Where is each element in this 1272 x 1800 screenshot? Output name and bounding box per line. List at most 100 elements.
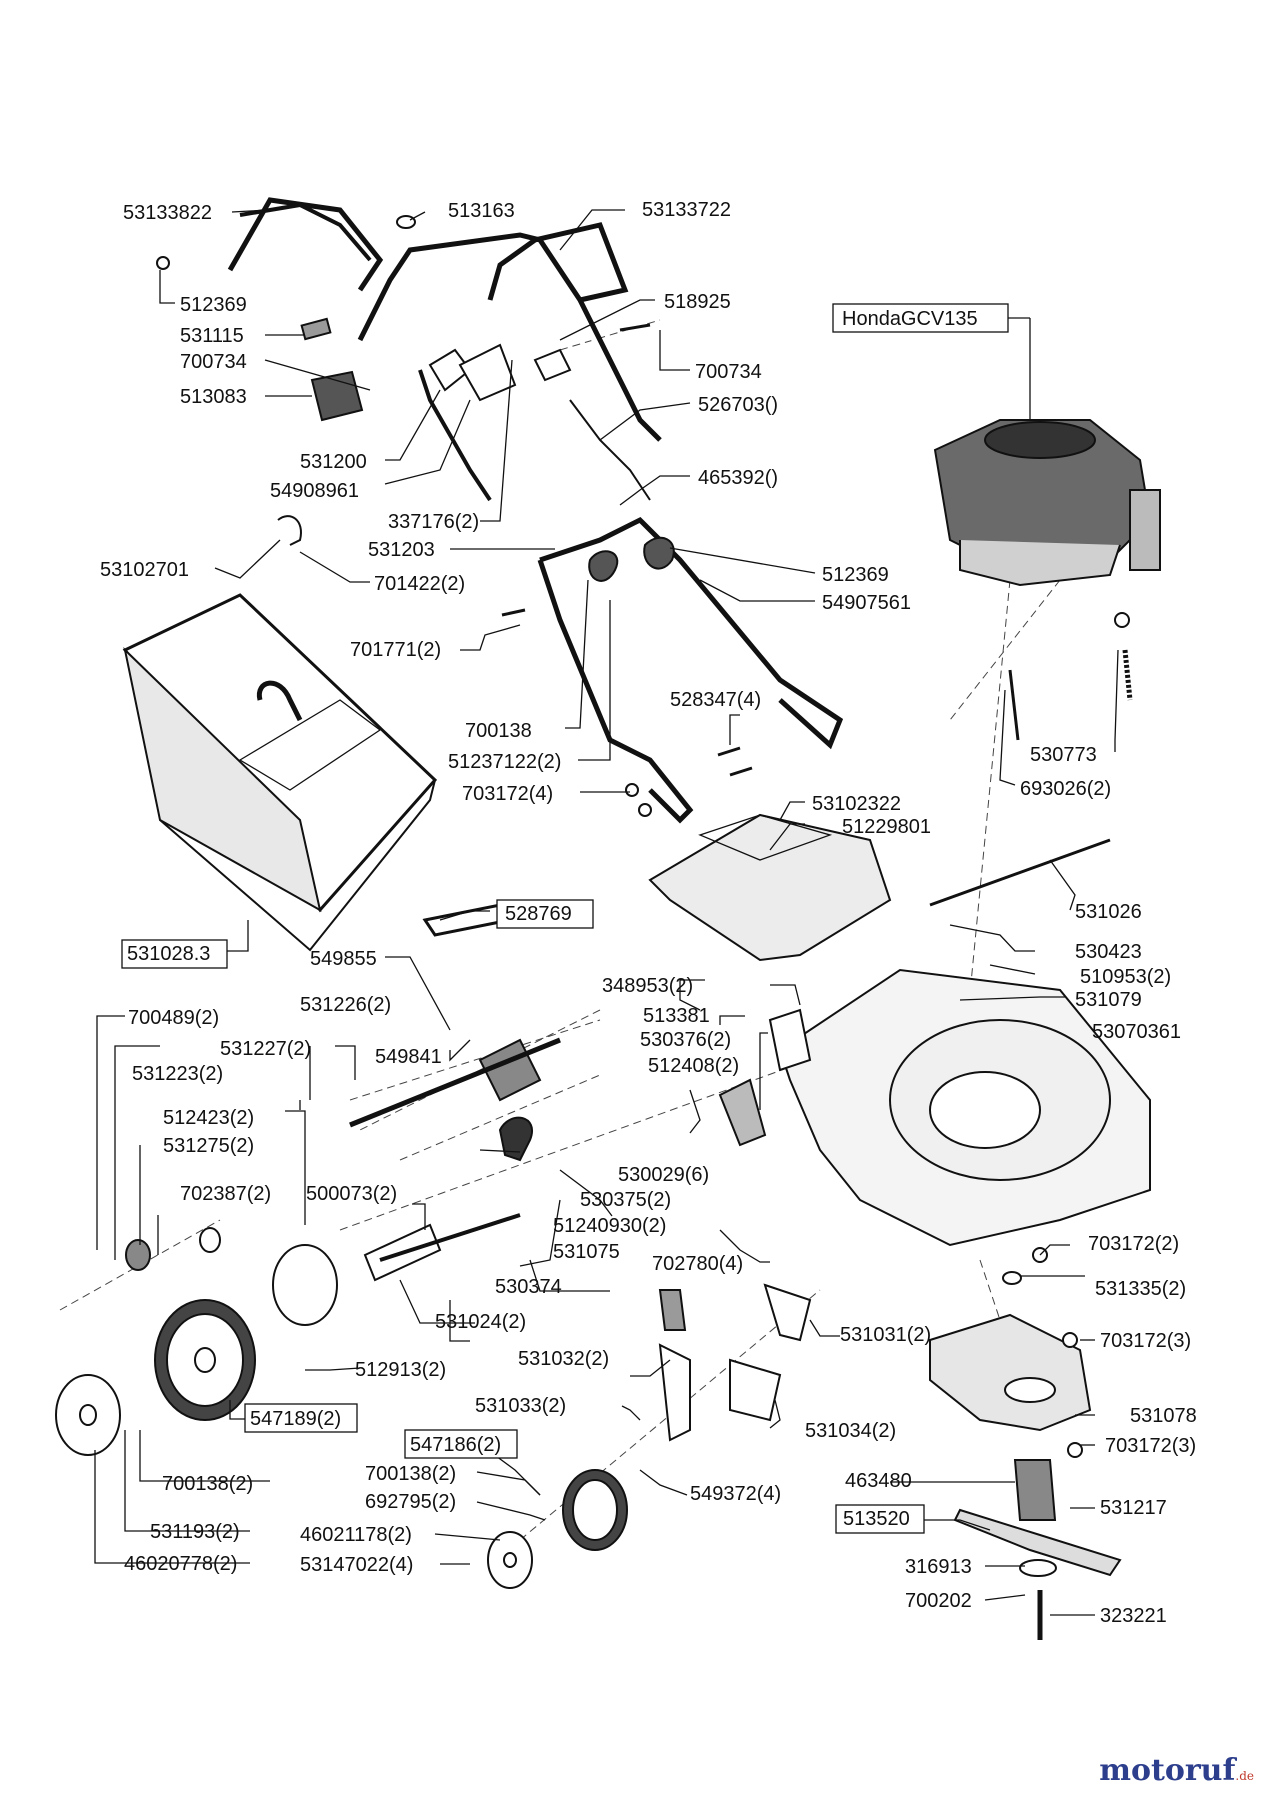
- label-frames: [121, 303, 1031, 1534]
- label-692795: 692795(2): [365, 1491, 456, 1513]
- label-51229801: 51229801: [842, 816, 931, 838]
- label-531115: 531115: [180, 325, 244, 347]
- bolt-528347-a: [717, 746, 741, 757]
- label-530423: 530423: [1075, 941, 1142, 963]
- label-703172-right3: 703172(3): [1105, 1435, 1196, 1457]
- label-531034: 531034(2): [805, 1420, 896, 1442]
- label-531203: 531203: [368, 539, 435, 561]
- label-531275: 531275(2): [163, 1135, 254, 1157]
- label-531200: 531200: [300, 451, 367, 473]
- label-700138-left: 700138(2): [162, 1473, 253, 1495]
- bolt-693026: [1008, 669, 1020, 741]
- washer-513163-shape: [396, 215, 416, 229]
- axle-530374: [379, 1213, 521, 1262]
- label-531028-3: 531028.3: [127, 943, 210, 965]
- label-700734-right: 700734: [695, 361, 762, 383]
- label-53102322: 53102322: [812, 793, 901, 815]
- label-531335: 531335(2): [1095, 1278, 1186, 1300]
- label-316913: 316913: [905, 1556, 972, 1578]
- label-46020778: 46020778(2): [124, 1553, 237, 1575]
- brand-name: motoruf: [1099, 1753, 1236, 1788]
- drive-belt-pulley: [498, 1116, 533, 1162]
- nut-703172-a: [625, 783, 639, 797]
- parts-artwork: [55, 197, 1161, 1640]
- label-531079: 531079: [1075, 989, 1142, 1011]
- label-528769: 528769: [505, 903, 572, 925]
- label-512369-top: 512369: [180, 294, 247, 316]
- handle-crossbar: [487, 222, 629, 303]
- label-512369-mid: 512369: [822, 564, 889, 586]
- label-703172-right1: 703172(2): [1088, 1233, 1179, 1255]
- label-549855: 549855: [310, 948, 377, 970]
- label-531075: 531075: [553, 1241, 620, 1263]
- label-531217: 531217: [1100, 1497, 1167, 1519]
- label-531032: 531032(2): [518, 1348, 609, 1370]
- handle-clip: [239, 202, 372, 262]
- bracket-shape: [458, 343, 517, 402]
- lower-handle: [537, 516, 844, 824]
- brand-logo: motoruf.de: [1099, 1753, 1254, 1788]
- adapter-463480: [1013, 1459, 1057, 1521]
- label-531193: 531193(2): [150, 1521, 240, 1543]
- label-512913: 512913(2): [355, 1359, 446, 1381]
- axle-531026: [929, 838, 1111, 907]
- label-700734-left: 700734: [180, 351, 247, 373]
- label-531078: 531078: [1130, 1405, 1197, 1427]
- grass-bag-body: [123, 647, 322, 912]
- screw-700734-shape: [619, 323, 651, 332]
- label-530375: 530375(2): [580, 1189, 671, 1211]
- hubcap-46021178-shape: [487, 1531, 533, 1589]
- label-549372: 549372(4): [690, 1483, 781, 1505]
- label-700138-lower: 700138(2): [365, 1463, 456, 1485]
- label-337176: 337176(2): [388, 511, 479, 533]
- label-323221: 323221: [1100, 1605, 1167, 1627]
- label-53147022: 53147022(4): [300, 1554, 413, 1576]
- cover-top: [698, 814, 833, 861]
- label-531026: 531026: [1075, 901, 1142, 923]
- label-51237122: 51237122(2): [448, 751, 561, 773]
- nut-703172-d: [1067, 1442, 1083, 1458]
- blade-adapter-531078: [929, 1313, 1092, 1432]
- leader-lines: [94, 209, 1119, 1616]
- washer-316913: [1019, 1559, 1057, 1577]
- label-693026: 693026(2): [1020, 778, 1111, 800]
- engine-label: HondaGCV135: [842, 308, 978, 330]
- label-531031: 531031(2): [840, 1324, 931, 1346]
- label-531223: 531223(2): [132, 1063, 223, 1085]
- bearing-702387: [199, 1227, 221, 1253]
- knob-1: [588, 550, 619, 582]
- nut-703172-b: [638, 803, 652, 817]
- label-53133822: 53133822: [123, 202, 212, 224]
- label-53070361: 53070361: [1092, 1021, 1181, 1043]
- hubcap-46020778-shape: [55, 1374, 121, 1456]
- upper-handle: [227, 197, 662, 442]
- label-528347: 528347(4): [670, 689, 761, 711]
- tag-531115-shape: [300, 317, 332, 341]
- part-531032b: [658, 1343, 691, 1442]
- part-531034: [729, 1358, 782, 1422]
- part-512408: [718, 1078, 767, 1147]
- label-54908961: 54908961: [270, 480, 359, 502]
- label-702780: 702780(4): [652, 1253, 743, 1275]
- label-530773: 530773: [1030, 744, 1097, 766]
- grass-bag-side: [159, 779, 436, 952]
- label-512423: 512423(2): [163, 1107, 254, 1129]
- part-labels: 53133822 513163 53133722 512369 518925 5…: [100, 199, 1197, 1627]
- label-513163: 513163: [448, 200, 515, 222]
- label-701422: 701422(2): [374, 573, 465, 595]
- gear-531275: [125, 1239, 151, 1271]
- label-513381: 513381: [643, 1005, 710, 1027]
- label-465392: 465392(): [698, 467, 778, 489]
- label-703172-right2: 703172(3): [1100, 1330, 1191, 1352]
- label-700489: 700489(2): [128, 1007, 219, 1029]
- knob-2: [643, 536, 675, 570]
- label-530374: 530374: [495, 1276, 562, 1298]
- label-526703: 526703(): [698, 394, 778, 416]
- label-531227: 531227(2): [220, 1038, 311, 1060]
- washer-531335: [1002, 1271, 1022, 1285]
- part-531031: [763, 1283, 812, 1342]
- label-531024: 531024(2): [435, 1311, 526, 1333]
- label-54907561: 54907561: [822, 592, 911, 614]
- nut-703172-c: [1062, 1332, 1078, 1348]
- drive-shaft: [349, 1037, 561, 1128]
